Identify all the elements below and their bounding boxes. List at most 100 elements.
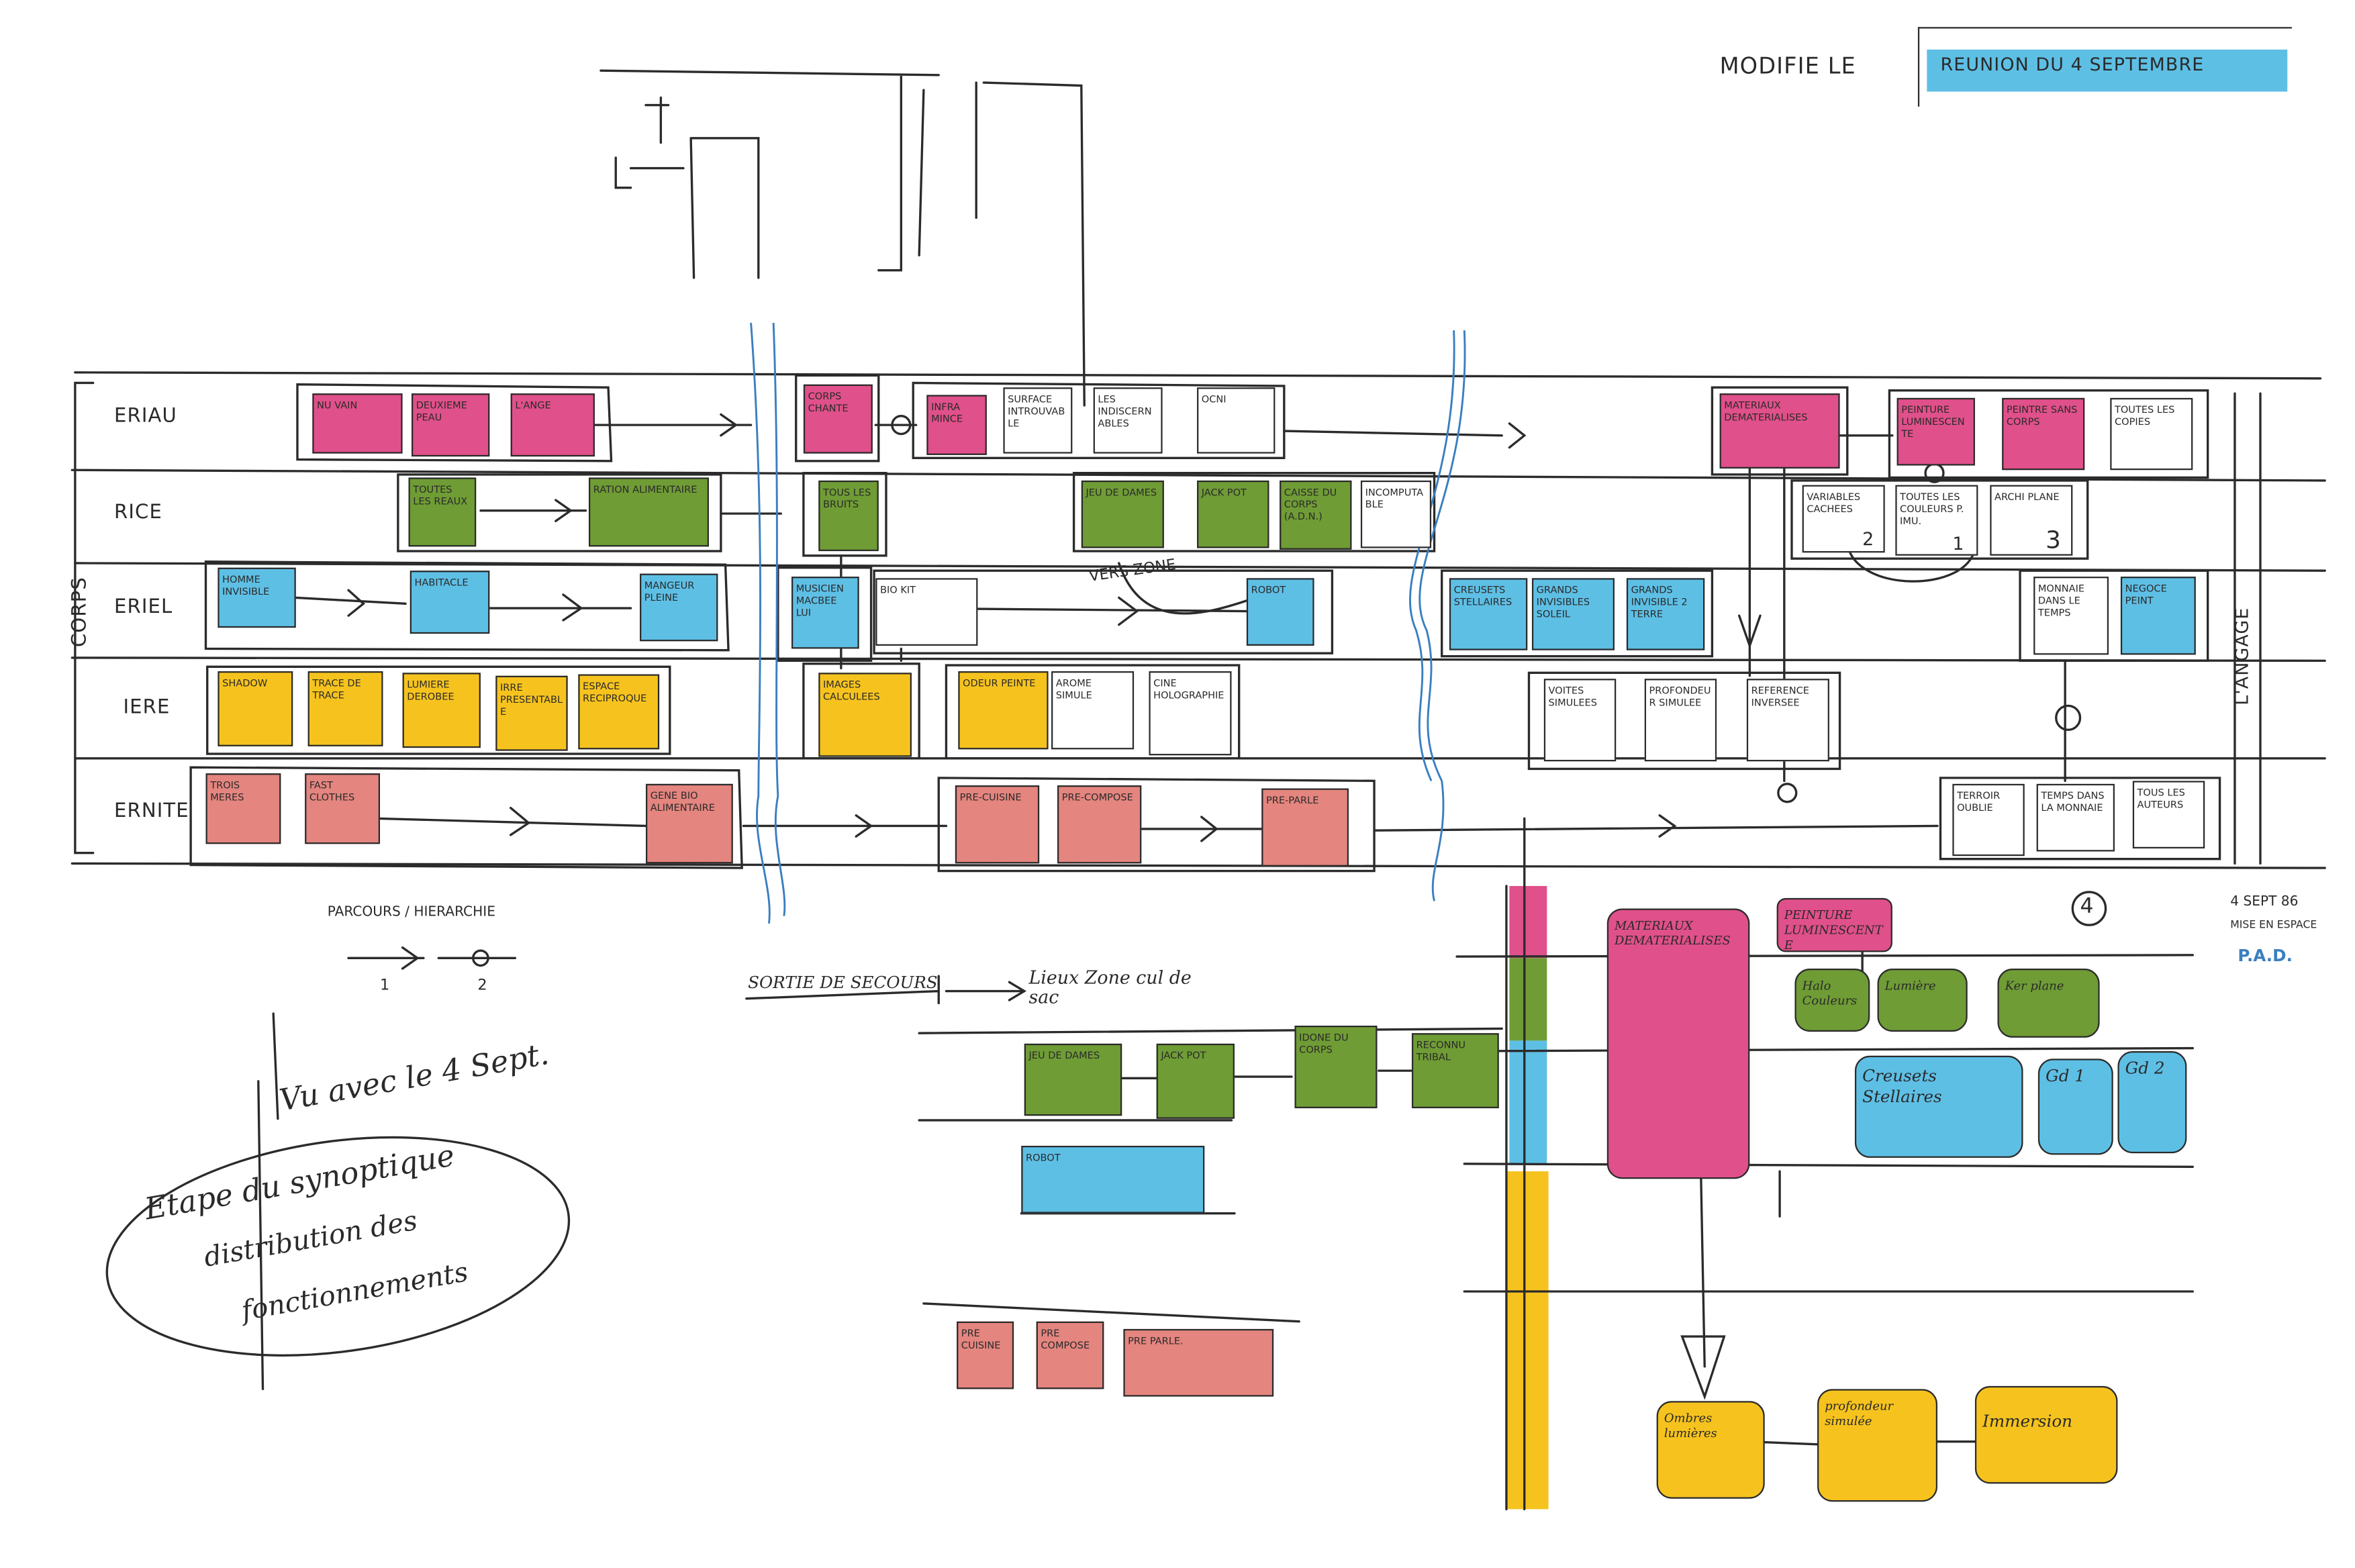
- strip-green: [1509, 958, 1547, 1041]
- box-toutes-les-couleurs: TOUTES LES COULEURS P. IMU.: [1895, 485, 1978, 556]
- box-trois-meres: TROIS MERES: [205, 773, 281, 844]
- subtitle-label: MISE EN ESPACE: [2230, 919, 2317, 932]
- box-surface-introuvable: SURFACE INTROUVABLE: [1003, 387, 1073, 454]
- strip-yellow: [1506, 1171, 1549, 1510]
- box-jeu-de-dames-lower: JEU DE DAMES: [1024, 1043, 1122, 1116]
- box-variables-cachees: VARIABLES CACHEES: [1802, 485, 1885, 553]
- box-ker-plane: Ker plane: [1997, 968, 2100, 1038]
- box-immersion: Immersion: [1974, 1385, 2118, 1484]
- target-label: Lieux Zone cul de sac: [1028, 967, 1192, 1008]
- box-pre-parle-lower: PRE PARLE.: [1123, 1328, 1274, 1397]
- modified-label: MODIFIE LE: [1719, 52, 1856, 80]
- box-peintre-sans-corps: PEINTRE SANS CORPS: [2002, 397, 2085, 471]
- date-label: 4 SEPT 86: [2230, 895, 2299, 910]
- box-materiaux-dematerialises: MATERIAUX DEMATERIALISES: [1719, 393, 1840, 469]
- box-idone-du-corps: IDONE DU CORPS: [1294, 1026, 1378, 1109]
- box-jack-pot-lower: JACK POT: [1156, 1043, 1235, 1119]
- legend-item-2: 2: [477, 977, 487, 995]
- box-temps-dans-la-monnaie: TEMPS DANS LA MONNAIE: [2036, 783, 2115, 852]
- legend-title: PARCOURS / HIERARCHIE: [327, 905, 495, 921]
- box-voites-simulees: VOITES SIMULEES: [1543, 679, 1617, 762]
- box-halo-couleurs: Halo Couleurs: [1794, 968, 1870, 1032]
- row-label-rice: RICE: [114, 501, 163, 524]
- strip-pink: [1509, 885, 1547, 959]
- box-lumiere: Lumière: [1877, 968, 1968, 1032]
- box-odeur-peinte: ODEUR PEINTE: [958, 671, 1049, 750]
- box-gene-bio-alimentaire: GENE BIO ALIMENTAIRE: [645, 783, 733, 864]
- box-nu-vain: NU VAIN: [312, 393, 403, 454]
- meeting-title: REUNION DU 4 SEPTEMBRE: [1940, 54, 2205, 75]
- box-pre-compose-lower: PRE COMPOSE: [1036, 1321, 1104, 1389]
- box-negoce-peint: NEGOCE PEINT: [2120, 577, 2196, 655]
- box-corps-chante: CORPS CHANTE: [803, 384, 873, 454]
- meeting-frame: [1917, 27, 2292, 107]
- box-terroir-oublie: TERROIR OUBLIE: [1952, 783, 2025, 856]
- box-deuxieme-peau: DEUXIEME PEAU: [411, 393, 490, 457]
- box-tous-les-bruits: TOUS LES BRUITS: [818, 480, 879, 552]
- box-gd-1: Gd 1: [2037, 1059, 2113, 1155]
- box-gd-2: Gd 2: [2117, 1051, 2187, 1154]
- box-musicien: MUSICIEN MACBEE LUI: [791, 577, 859, 649]
- box-reference-inversee: REFERENCE INVERSEE: [1746, 679, 1829, 762]
- box-images-calculees: IMAGES CALCULEES: [818, 673, 912, 757]
- box-infra-mince: INFRA MINCE: [926, 395, 987, 455]
- box-grands-invisible-terre: GRANDS INVISIBLE 2 TERRE: [1626, 578, 1705, 650]
- box-pre-cuisine: PRE-CUISINE: [955, 785, 1040, 864]
- box-grands-invisibles-soleil: GRANDS INVISIBLES SOLEIL: [1531, 578, 1615, 650]
- row-label-eriau: ERIAU: [114, 405, 177, 428]
- box-creusets-stellaires-lower: Creusets Stellaires: [1854, 1055, 2023, 1158]
- box-peinture-luminescente-small: PEINTURE LUMINESCENTE: [1776, 897, 1892, 952]
- box-fast-clothes: FAST CLOTHES: [305, 773, 381, 844]
- box-pre-cuisine-lower: PRE CUISINE: [957, 1321, 1014, 1389]
- box-tous-les-auteurs: TOUS LES AUTEURS: [2132, 781, 2205, 849]
- row-label-ernite: ERNITE: [114, 800, 189, 823]
- loop-number-2: 2: [1862, 528, 1874, 550]
- box-jack-pot: JACK POT: [1197, 480, 1269, 548]
- box-toutes-les-copies: TOUTES LES COPIES: [2110, 397, 2193, 471]
- stage-number: 4: [2080, 895, 2094, 920]
- group-label-corps: CORPS: [68, 577, 92, 648]
- strip-blue: [1509, 1040, 1547, 1164]
- box-lange: L'ANGE: [510, 393, 595, 457]
- box-ombres-lumieres: Ombres lumières: [1656, 1401, 1765, 1499]
- box-archi-plane: ARCHI PLANE: [1990, 485, 2073, 556]
- box-materiaux-dematerialises-big: MATERIAUX DEMATERIALISES: [1606, 908, 1750, 1179]
- box-peinture-luminescente: PEINTURE LUMINESCENTE: [1896, 397, 1975, 466]
- box-pre-compose: PRE-COMPOSE: [1057, 785, 1142, 864]
- box-caisse-du-corps: CAISSE DU CORPS (A.D.N.): [1280, 480, 1352, 550]
- box-ration-alimentaire: RATION ALIMENTAIRE: [588, 477, 709, 547]
- box-shadow: SHADOW: [218, 671, 293, 746]
- box-reconnu-tribal: RECONNU TRIBAL: [1411, 1033, 1499, 1109]
- box-pre-parle: PRE-PARLE: [1261, 788, 1349, 867]
- meeting-highlight: [1927, 49, 2288, 92]
- box-incomputable: INCOMPUTABLE: [1360, 480, 1432, 548]
- box-robot-lower: ROBOT: [1021, 1145, 1205, 1214]
- box-monnaie-dans-le-temps: MONNAIE DANS LE TEMPS: [2033, 577, 2109, 655]
- row-label-iere: IERE: [123, 697, 171, 720]
- box-homme-invisible: HOMME INVISIBLE: [218, 567, 296, 628]
- box-ocni: OCNI: [1197, 387, 1276, 454]
- box-mangeur-pleine: MANGEUR PLEINE: [640, 573, 718, 642]
- legend-item-1: 1: [380, 977, 390, 995]
- side-label-langage: L'ANGAGE: [2231, 607, 2253, 705]
- box-toutes-les-reaux: TOUTES LES REAUX: [408, 477, 477, 547]
- box-espace-reciproque: ESPACE RECIPROQUE: [578, 674, 660, 750]
- box-les-indiscernables: LES INDISCERNABLES: [1093, 387, 1163, 454]
- box-arome-simule: AROME SIMULE: [1051, 671, 1135, 750]
- box-habitacle: HABITACLE: [410, 571, 490, 634]
- box-profondeur-simulee-lower: profondeur simulée: [1817, 1389, 1937, 1502]
- box-robot: ROBOT: [1246, 578, 1314, 646]
- box-trace-de-trace: TRACE DE TRACE: [307, 671, 383, 746]
- box-bio-kit: BIO KIT: [875, 578, 978, 646]
- box-creusets-stellaires: CREUSETS STELLAIRES: [1449, 578, 1528, 650]
- box-jeu-de-dames: JEU DE DAMES: [1081, 480, 1164, 548]
- box-profondeur-simulee: PROFONDEUR SIMULEE: [1644, 679, 1717, 762]
- box-irre-presentable: IRRE PRESENTABLE: [495, 675, 568, 751]
- box-lumiere-derobee: LUMIERE DEROBEE: [402, 673, 481, 748]
- row-label-eriel: ERIEL: [114, 596, 173, 619]
- initials-label: P.A.D.: [2238, 946, 2293, 966]
- loop-number-1: 1: [1952, 533, 1964, 554]
- box-cine-holographie: CINE HOLOGRAPHIE: [1149, 671, 1232, 756]
